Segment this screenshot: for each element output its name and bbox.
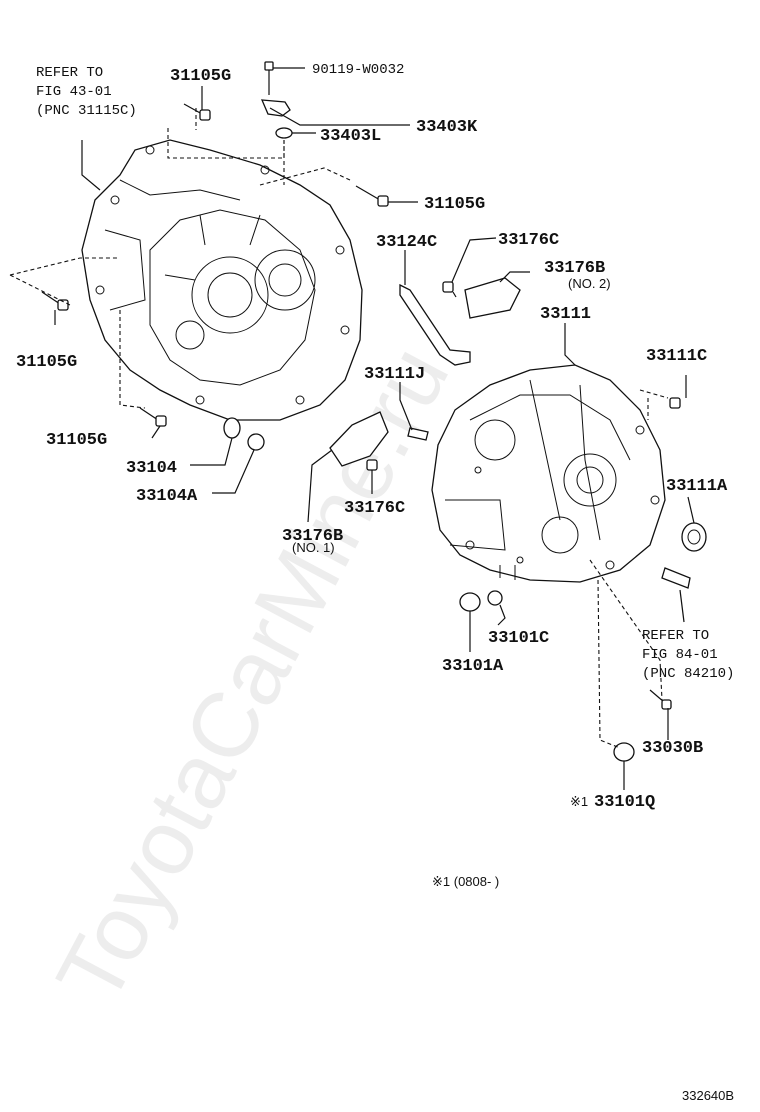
bolt-31105g-left <box>41 291 69 311</box>
sensor-84210 <box>661 567 691 589</box>
bolt-31105g-bottom <box>139 407 167 427</box>
bolt-31105g-top <box>183 103 211 121</box>
bolt-31105g-right <box>355 185 389 207</box>
dashed-guides <box>9 108 669 749</box>
reference-43-01: REFER TO FIG 43-01 (PNC 31115C) <box>36 65 137 119</box>
washer-33403l <box>275 127 293 139</box>
figure-code: 332640B <box>682 1088 734 1103</box>
svg-text:FIG 43-01: FIG 43-01 <box>36 84 112 100</box>
label-33101a: 33101A <box>442 657 504 676</box>
label-90119-w0032: 90119-W0032 <box>312 62 404 78</box>
plate-33176b-no2 <box>464 277 521 319</box>
label-33176b-no1-sub: (NO. 1) <box>292 540 335 555</box>
label-33101q: 33101Q <box>594 793 655 812</box>
ring-33104a <box>247 433 265 451</box>
pin-33104 <box>223 417 241 439</box>
label-33111c: 33111C <box>646 347 707 366</box>
label-33176b-no1: 33176B <box>282 527 343 546</box>
label-31105g-bottom: 31105G <box>46 431 107 450</box>
label-33111: 33111 <box>540 305 591 324</box>
bolt-33176c-top <box>442 281 457 298</box>
label-33030b: 33030B <box>642 739 703 758</box>
label-33104a: 33104A <box>136 487 198 506</box>
bracket-33403k <box>260 99 291 117</box>
label-33124c: 33124C <box>376 233 437 252</box>
bolt-33176c-mid <box>366 459 378 471</box>
plug-33101q <box>613 742 635 762</box>
lever-33124c <box>399 283 471 366</box>
svg-text:FIG 84-01: FIG 84-01 <box>642 647 718 663</box>
label-33176c-mid: 33176C <box>344 499 405 518</box>
reference-84-01: REFER TO FIG 84-01 (PNC 84210) <box>642 628 734 682</box>
svg-text:(PNC 31115C): (PNC 31115C) <box>36 103 137 119</box>
clutch-housing-left <box>81 139 363 421</box>
oil-seal-33111a <box>681 522 707 552</box>
label-33111j: 33111J <box>364 365 425 384</box>
svg-text:REFER TO: REFER TO <box>642 628 709 644</box>
label-33176c-top: 33176C <box>498 231 559 250</box>
svg-text:REFER TO: REFER TO <box>36 65 103 81</box>
transaxle-case-right <box>431 364 666 583</box>
label-31105g-right: 31105G <box>424 195 485 214</box>
label-33176b-no2-sub: (NO. 2) <box>568 276 611 291</box>
label-31105g-left: 31105G <box>16 353 77 372</box>
bolt-33030b <box>649 689 672 710</box>
label-31105g-top: 31105G <box>170 67 231 86</box>
label-33101q-mark: ※1 <box>570 794 588 809</box>
label-33403l: 33403L <box>320 127 381 146</box>
label-33111a: 33111A <box>666 477 728 496</box>
label-33403k: 33403K <box>416 118 478 137</box>
plate-33176b-no1 <box>329 411 389 467</box>
leader-lines <box>54 67 695 790</box>
bolt-90119-w0032 <box>264 61 274 95</box>
svg-text:(PNC 84210): (PNC 84210) <box>642 666 734 682</box>
label-33176b-no2: 33176B <box>544 259 605 278</box>
gasket-33101c <box>487 590 503 606</box>
label-33104: 33104 <box>126 459 177 478</box>
footnote: ※1 (0808- ) <box>432 874 499 889</box>
plug-33111c <box>669 397 681 409</box>
label-33101c: 33101C <box>488 629 549 648</box>
plug-33101a <box>459 592 481 612</box>
pin-33111j <box>407 427 429 441</box>
